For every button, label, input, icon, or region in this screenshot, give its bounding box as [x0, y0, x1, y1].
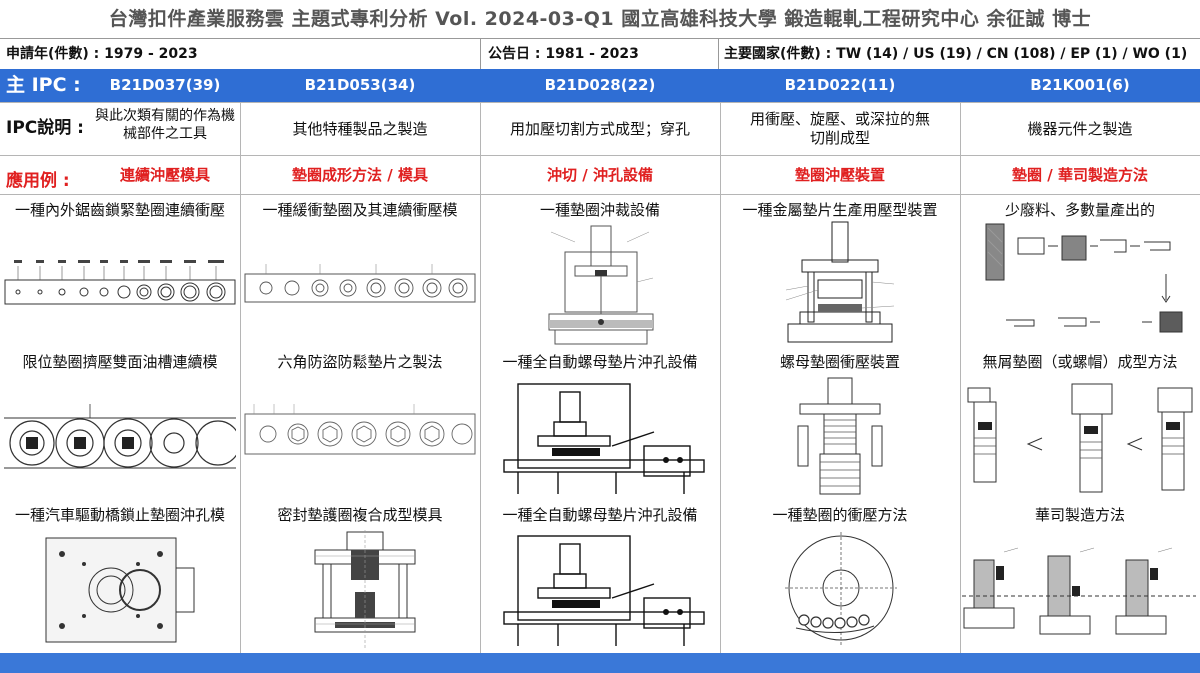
application-example: 墊圈成形方法 / 模具 — [292, 166, 428, 184]
ipc-description: 用衝壓、旋壓、或深拉的無切削成型 — [749, 110, 930, 147]
patent-figure — [244, 402, 476, 462]
patent-title: 密封墊護圈複合成型模具 — [277, 506, 443, 524]
patent-title: 螺母墊圈衝壓裝置 — [779, 353, 900, 371]
meta-divider — [718, 39, 719, 69]
ipc-code: B21D022(11) — [784, 76, 896, 94]
application-row-label: 應用例 : — [6, 171, 70, 191]
patent-title: 一種墊圈沖裁設備 — [539, 201, 660, 219]
application-example: 沖切 / 沖孔設備 — [547, 166, 653, 184]
application-example: 墊圈 / 華司製造方法 — [1012, 166, 1148, 184]
patent-figure — [494, 376, 714, 502]
patent-figure — [780, 376, 900, 502]
ipc-code: B21K001(6) — [1030, 76, 1130, 94]
patent-title: 一種內外鋸齒鎖緊墊圈連續衝壓 — [14, 201, 225, 219]
patent-title: 六角防盜防鬆墊片之製法 — [277, 353, 443, 371]
patent-title: 一種緩衝墊圈及其連續衝壓模 — [262, 201, 458, 219]
patent-title: 一種金屬墊片生產用壓型裝置 — [742, 201, 938, 219]
ipc-description: 用加壓切割方式成型；穿孔 — [509, 119, 690, 138]
column-divider — [720, 102, 721, 653]
patent-title: 無屑墊圈（或螺帽）成型方法 — [982, 353, 1178, 371]
meta-pub-date: 公告日 : 1981 - 2023 — [488, 46, 639, 62]
meta-years: 申請年(件數) : 1979 - 2023 — [6, 46, 198, 62]
row-divider — [0, 155, 1200, 156]
patent-figure — [44, 534, 196, 646]
patent-title: 華司製造方法 — [1034, 506, 1125, 524]
patent-title: 一種全自動螺母墊片沖孔設備 — [502, 506, 698, 524]
ipc-description: 機器元件之製造 — [1027, 119, 1133, 138]
meta-countries: 主要國家(件數) : TW (14) / US (19) / CN (108) … — [724, 46, 1188, 62]
column-divider — [240, 102, 241, 653]
row-divider — [0, 194, 1200, 195]
patent-figure — [494, 528, 714, 652]
column-divider — [960, 102, 961, 653]
ipc-code: B21D037(39) — [109, 76, 221, 94]
patent-title: 一種汽車驅動橋鎖止墊圈沖孔模 — [14, 506, 225, 524]
patent-title: 一種全自動螺母墊片沖孔設備 — [502, 353, 698, 371]
column-divider — [480, 102, 481, 653]
application-example: 連續沖壓模具 — [119, 166, 210, 184]
ipc-row-label: 主 IPC : — [6, 74, 81, 96]
patent-figure — [244, 262, 476, 306]
patent-title: 限位墊圈擠壓雙面油槽連續模 — [22, 353, 218, 371]
patent-figure — [4, 400, 236, 478]
ipc-code: B21D053(34) — [304, 76, 416, 94]
patent-title: 少廢料、多數量產出的 — [1004, 201, 1155, 219]
patent-figure — [962, 378, 1196, 500]
application-example: 墊圈沖壓裝置 — [794, 166, 885, 184]
ipc-code: B21D028(22) — [544, 76, 656, 94]
meta-row: 申請年(件數) : 1979 - 2023 公告日 : 1981 - 2023 … — [0, 38, 1200, 70]
patent-figure — [966, 220, 1194, 346]
row-divider — [0, 102, 1200, 103]
meta-divider — [480, 39, 481, 69]
ipc-description: 與此次類有關的作為機械部件之工具 — [95, 108, 235, 142]
patent-figure — [545, 222, 657, 346]
patent-figure — [780, 220, 900, 346]
patent-figure — [4, 252, 236, 312]
ipc-desc-row-label: IPC說明 : — [6, 118, 84, 138]
patent-figure — [962, 546, 1196, 638]
patent-figure — [782, 530, 900, 650]
ipc-bar: 主 IPC : B21D037(39) B21D053(34) B21D028(… — [0, 69, 1200, 102]
banner-title: 台灣扣件產業服務雲 主題式專利分析 Vol. 2024-03-Q1 國立高雄科技… — [108, 8, 1092, 30]
patent-figure — [305, 530, 425, 648]
ipc-description: 其他特種製品之製造 — [292, 119, 428, 138]
footer-bar — [0, 653, 1200, 673]
patent-title: 一種墊圈的衝壓方法 — [772, 506, 908, 524]
